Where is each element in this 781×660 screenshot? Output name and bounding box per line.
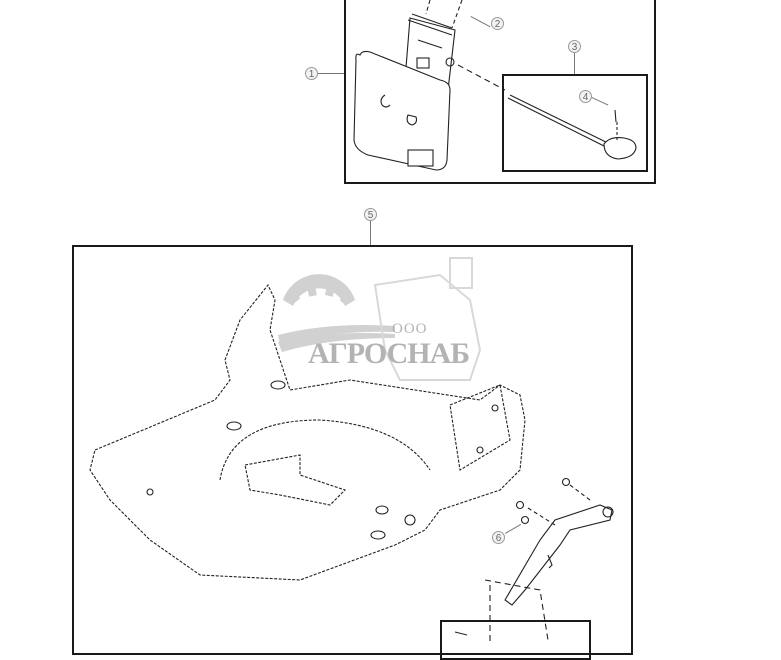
seat-base-holes: [146, 380, 499, 540]
parts-drawing: [89, 0, 637, 641]
backrest-bracket-drawing: [353, 0, 506, 171]
lever-drawing: [454, 477, 614, 641]
leader-line-5: [370, 221, 371, 245]
assembly-frame-3: [502, 74, 648, 172]
callout-2: 2: [491, 17, 504, 30]
watermark-logo: [278, 257, 482, 381]
callout-1: 1: [305, 67, 318, 80]
callout-5: 5: [364, 208, 377, 221]
callout-3: 3: [568, 40, 581, 53]
watermark-name: АГРОСНАБ: [308, 337, 470, 370]
rod-assembly-drawing: [507, 94, 637, 160]
assembly-frame-1: [344, 0, 656, 184]
callout-4: 4: [579, 90, 592, 103]
leader-line-3: [574, 53, 575, 74]
watermark-prefix: ООО: [392, 321, 428, 337]
seat-base-drawing: [89, 283, 526, 581]
callout-6: 6: [492, 531, 505, 544]
leader-line-1: [318, 73, 344, 74]
